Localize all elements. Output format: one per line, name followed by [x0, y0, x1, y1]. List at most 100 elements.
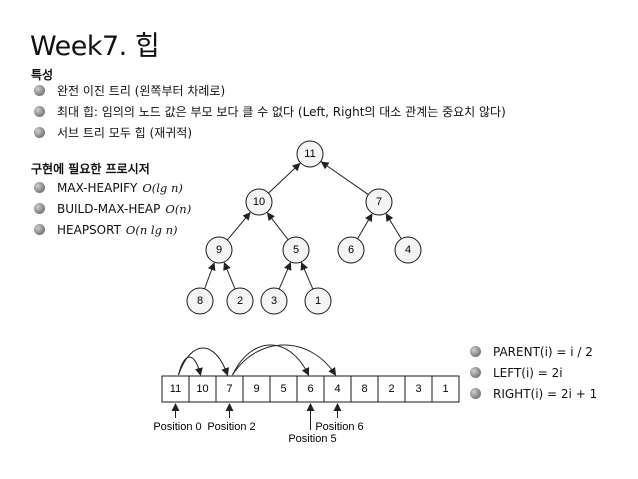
tree-edge [266, 212, 289, 241]
tree-edge [204, 262, 216, 289]
array-cell [242, 375, 271, 403]
bullet-icon [470, 388, 481, 399]
procedures-heading: 구현에 필요한 프로시저 [31, 162, 150, 176]
bullet-icon [470, 367, 481, 378]
tree-edge [226, 211, 251, 241]
array-cell-value: 8 [361, 383, 367, 395]
index-formula-list: PARENT(i) = i / 2 LEFT(i) = 2i RIGHT(i) … [470, 341, 597, 404]
array-cell-value: 7 [226, 383, 232, 395]
procedures-list: MAX-HEAPIFY O(lg n) BUILD-MAX-HEAP O(n) HE… [34, 177, 191, 240]
formula-text: PARENT(i) = i / 2 [493, 344, 593, 359]
list-item: 최대 힙: 임의의 노드 값은 부모 보다 클 수 없다 (Left, Righ… [34, 101, 506, 122]
tree-node [304, 287, 332, 315]
procedure-name: BUILD-MAX-HEAP [57, 201, 161, 216]
array-cell [161, 375, 190, 403]
array-cell [323, 375, 352, 403]
array-cell [215, 375, 244, 403]
bullet-icon [34, 106, 45, 117]
tree-node [296, 140, 324, 168]
tree-node [205, 236, 233, 264]
tree-edges [204, 161, 402, 290]
bullet-icon [34, 127, 45, 138]
properties-list: 완전 이진 트리 (왼쪽부터 차례로) 최대 힙: 임의의 노드 값은 부모 보… [34, 80, 506, 143]
array-cell [350, 375, 379, 403]
list-item: MAX-HEAPIFY O(lg n) [34, 177, 191, 198]
tree-edge [278, 261, 292, 290]
bullet-icon [34, 203, 45, 214]
list-item: 완전 이진 트리 (왼쪽부터 차례로) [34, 80, 506, 101]
array-cell-value: 10 [196, 383, 208, 395]
array-link-arrow [232, 344, 337, 376]
tree-node [337, 236, 365, 264]
property-text: 완전 이진 트리 (왼쪽부터 차례로) [57, 84, 226, 98]
tree-node [282, 236, 310, 264]
tree-node-label: 9 [216, 244, 222, 256]
array-link-arrow [178, 347, 230, 376]
position-label: Position 5 [288, 433, 336, 445]
tree-node [365, 188, 393, 216]
tree-edge [320, 161, 369, 195]
tree-node [245, 188, 273, 216]
tree-node-label: 3 [271, 295, 277, 307]
properties-heading: 특성 [31, 68, 54, 82]
tree-edge [223, 262, 236, 290]
position-label: Position 2 [207, 421, 255, 433]
tree-node-label: 2 [237, 295, 243, 307]
array-cell [377, 375, 406, 403]
tree-node [226, 287, 254, 315]
position-label: Position 0 [153, 421, 201, 433]
array-link-arrow [232, 344, 310, 376]
list-item: RIGHT(i) = 2i + 1 [470, 383, 597, 404]
tree-node [186, 287, 214, 315]
procedure-complexity: O(n lg n) [125, 222, 178, 237]
array-cell-value: 4 [334, 383, 340, 395]
array-cell [296, 375, 325, 403]
tree-node [394, 236, 422, 264]
procedure-complexity: O(lg n) [142, 180, 183, 195]
list-item: LEFT(i) = 2i [470, 362, 597, 383]
tree-node [260, 287, 288, 315]
formula-text: RIGHT(i) = 2i + 1 [493, 386, 598, 401]
bullet-icon [34, 182, 45, 193]
property-text: 서브 트리 모두 힙 (재귀적) [57, 126, 193, 140]
tree-node-label: 10 [253, 196, 265, 208]
array-cell-value: 11 [170, 383, 181, 395]
bullet-icon [470, 346, 481, 357]
array-cell [404, 375, 433, 403]
tree-node-label: 11 [304, 148, 315, 160]
procedure-name: HEAPSORT [57, 222, 121, 237]
array-cell [431, 375, 460, 403]
property-text: 최대 힙: 임의의 노드 값은 부모 보다 클 수 없다 (Left, Righ… [57, 105, 506, 119]
procedure-name: MAX-HEAPIFY [57, 180, 138, 195]
tree-edge [357, 213, 373, 240]
tree-edge [385, 213, 402, 240]
array-cell-value: 9 [253, 383, 259, 395]
formula-text: LEFT(i) = 2i [493, 365, 563, 380]
list-item: BUILD-MAX-HEAP O(n) [34, 198, 191, 219]
list-item: PARENT(i) = i / 2 [470, 341, 597, 362]
tree-node-label: 4 [405, 244, 411, 256]
tree-nodes: 11 10 7 9 5 6 4 8 2 3 1 [186, 140, 422, 315]
tree-node-label: 6 [348, 244, 354, 256]
array-cell-value: 5 [280, 383, 286, 395]
array-cell-value: 1 [442, 383, 448, 395]
tree-node-label: 8 [197, 295, 203, 307]
array-cell-value: 3 [415, 383, 421, 395]
page-title: Week7. 힙 [30, 31, 160, 62]
list-item: HEAPSORT O(n lg n) [34, 219, 191, 240]
tree-edge [268, 162, 301, 194]
tree-node-label: 7 [376, 196, 382, 208]
array-cell-value: 6 [307, 383, 313, 395]
list-item: 서브 트리 모두 힙 (재귀적) [34, 122, 506, 143]
bullet-icon [34, 85, 45, 96]
tree-node-label: 5 [293, 244, 299, 256]
heap-array: 11 10 7 9 5 6 4 8 2 3 1 [161, 375, 460, 403]
procedure-complexity: O(n) [165, 201, 192, 216]
bullet-icon [34, 224, 45, 235]
array-links [178, 344, 337, 376]
array-cell-value: 2 [388, 383, 394, 395]
position-label: Position 6 [315, 421, 363, 433]
tree-node-label: 1 [315, 295, 321, 307]
